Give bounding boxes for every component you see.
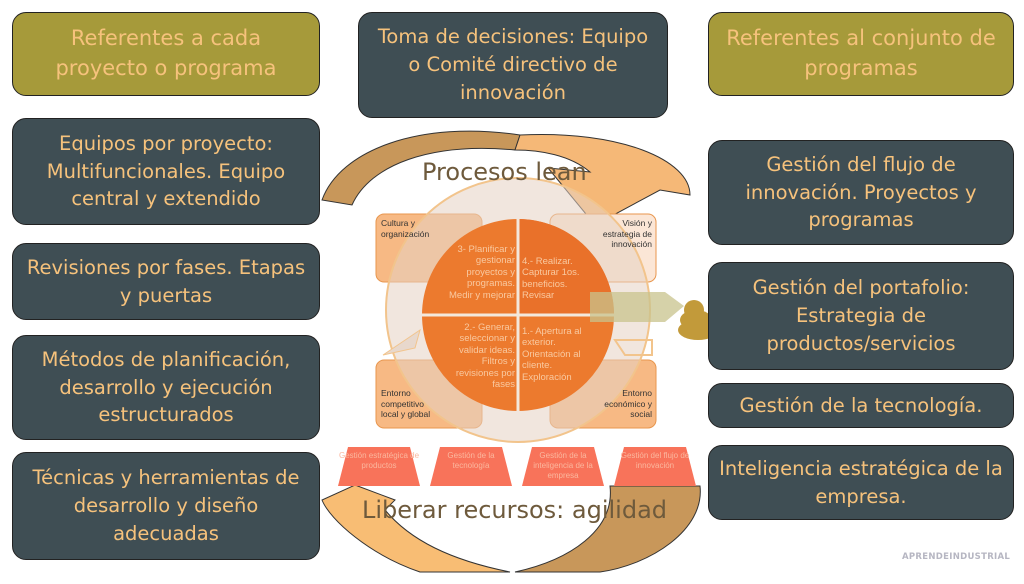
trapezoid-label: Gestión de la inteligencia de la empresa [533, 451, 593, 480]
left-arrow-head [382, 328, 421, 356]
bottom-right-arrow [514, 485, 701, 573]
right-header-box: Referentes al conjunto de programas [708, 12, 1014, 96]
quadrant-q4 [518, 219, 614, 315]
watermark-logo: APRENDEINDUSTRIAL [902, 552, 1011, 562]
left-header-box: Referentes a cada proyecto o programa [12, 12, 320, 96]
corner-label: Cultura y organización [381, 218, 430, 239]
corner-label: Entorno competitivo local y global [381, 388, 431, 420]
right-chevron [590, 292, 684, 322]
liberar-recursos-label: Liberar recursos: agilidad [362, 496, 668, 524]
trapezoid-label: Gestión de la tecnología [447, 451, 495, 470]
right-arrow-head [613, 339, 653, 356]
left-item-box: Métodos de planificación, desarrollo y e… [12, 335, 320, 440]
quadrant-label: 2.- Generar, seleccionar y validar ideas… [455, 322, 515, 390]
trapezoid-label: Gestión estratégica de productos [338, 451, 420, 470]
right-item-box: Gestión del portafolio: Estrategia de pr… [708, 262, 1014, 370]
quadrant-label: 1.- Apertura al exterior. Orientación al… [522, 326, 582, 383]
bottom-left-arrow [321, 484, 511, 573]
trapezoids [338, 447, 696, 486]
trapezoid-3 [522, 447, 604, 486]
center-header-box: Toma de decisiones: Equipo o Comité dire… [358, 12, 668, 118]
trapezoid-label: Gestión del flujo de innovación [620, 451, 690, 470]
top-right-arrow [514, 133, 691, 226]
right-item-box: Inteligencia estratégica de la empresa. [708, 445, 1014, 520]
procesos-lean-label: Procesos lean [422, 158, 587, 186]
right-item-box: Gestión del flujo de innovación. Proyect… [708, 140, 1014, 245]
trapezoid-1 [338, 447, 420, 486]
corner-label: Visión y estrategia de innovación [602, 218, 652, 250]
left-item-box: Técnicas y herramientas de desarrollo y … [12, 452, 320, 560]
quadrant-label: 3- Planificar y gestionar proyectos y pr… [449, 244, 515, 301]
corner-label: Entorno económico y social [604, 388, 652, 420]
right-item-box: Gestión de la tecnología. [708, 383, 1014, 428]
trapezoid-4 [614, 447, 696, 486]
left-item-box: Revisiones por fases. Etapas y puertas [12, 243, 320, 320]
quadrant-label: 4.- Realizar. Capturar 1os. beneficios. … [522, 256, 580, 302]
trapezoid-2 [430, 447, 512, 486]
left-item-box: Equipos por proyecto: Multifuncionales. … [12, 118, 320, 225]
